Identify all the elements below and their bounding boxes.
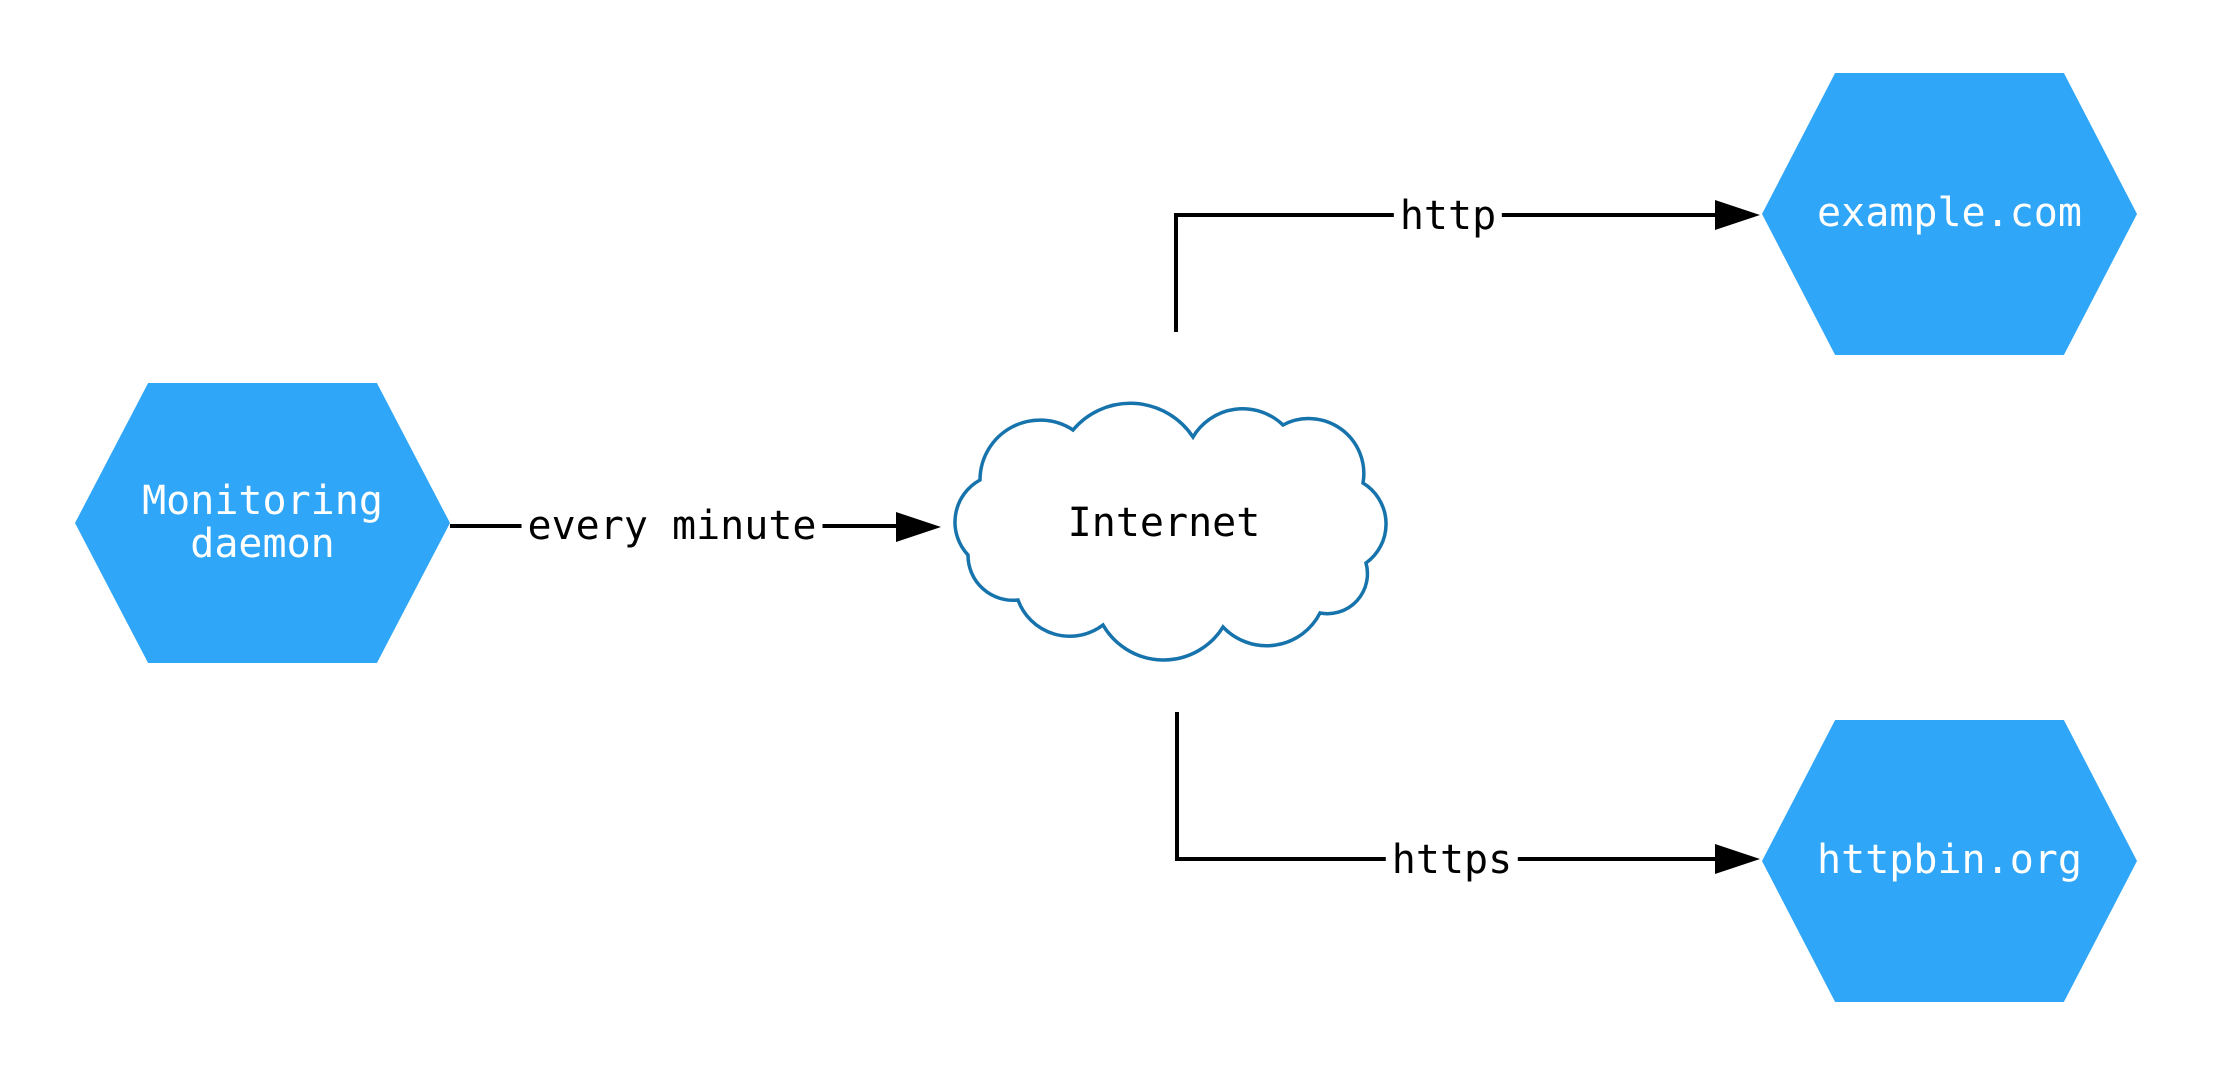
node-internet-label: Internet — [1067, 500, 1261, 546]
edge-label-https: https — [1385, 838, 1519, 882]
internet-cloud-shape — [953, 401, 1388, 662]
edge-https-line — [1175, 712, 1716, 861]
edge-label-http: http — [1393, 194, 1503, 238]
node-monitoring-daemon-label: Monitoring daemon — [142, 477, 383, 567]
node-httpbin-org-label: httpbin.org — [1817, 837, 2082, 884]
edge-http-line — [1174, 213, 1716, 332]
edge-label-every-minute: every minute — [521, 504, 823, 548]
node-monitoring-daemon: Monitoring daemon — [75, 383, 450, 663]
edge-http-arrowhead — [1715, 200, 1760, 230]
node-example-com: example.com — [1762, 73, 2137, 355]
node-httpbin-org: httpbin.org — [1762, 720, 2137, 1002]
node-example-com-label: example.com — [1817, 190, 2082, 237]
edge-every-minute-arrowhead — [896, 512, 941, 542]
edge-https-arrowhead — [1715, 844, 1760, 874]
